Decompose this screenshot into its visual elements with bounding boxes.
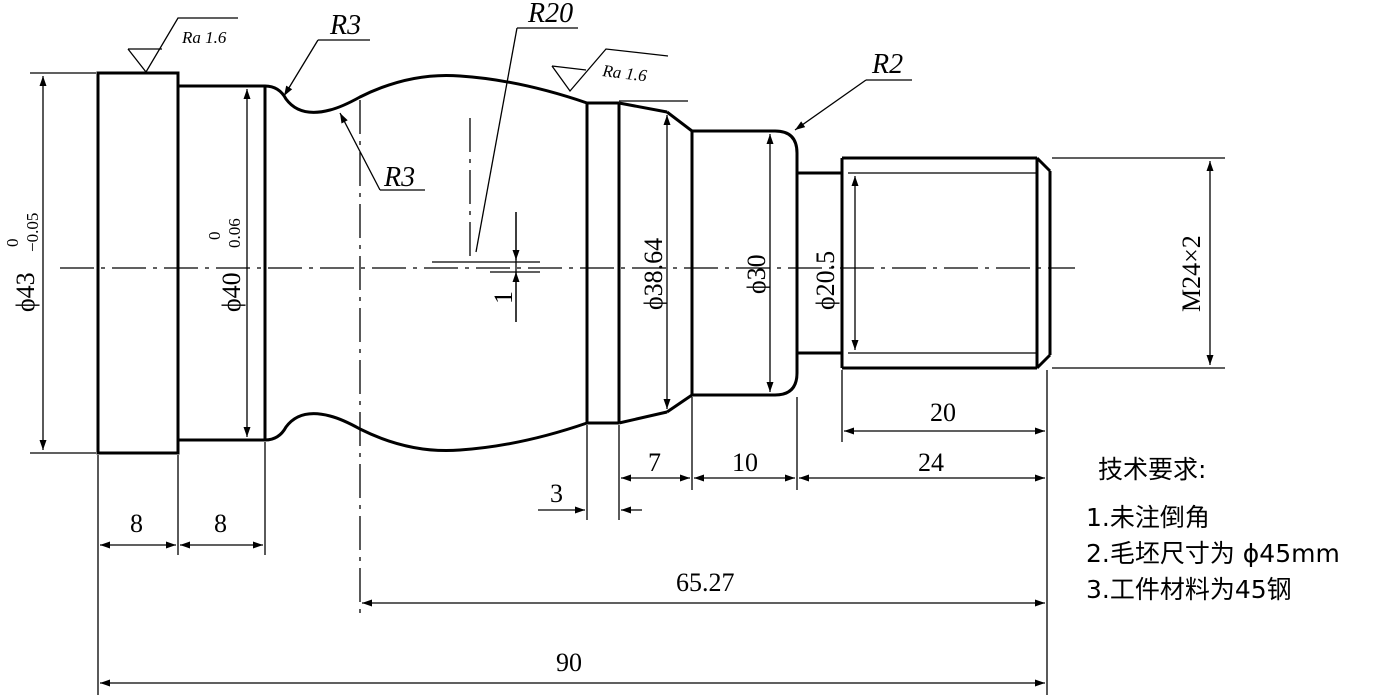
thread-label-m24: M24×2 bbox=[1177, 235, 1206, 312]
radius-label-r20: R20 bbox=[527, 0, 573, 29]
tolerance-lower-d40: 0.06 bbox=[225, 218, 244, 248]
length-label-1: 1 bbox=[489, 291, 518, 304]
length-label-8-left: 8 bbox=[130, 509, 143, 538]
length-label-65-27: 65.27 bbox=[676, 568, 735, 597]
diameter-label-d43: ϕ43 bbox=[11, 272, 40, 312]
length-label-24: 24 bbox=[918, 448, 944, 477]
tolerance-upper-d43: 0 bbox=[3, 239, 22, 248]
length-label-10: 10 bbox=[732, 448, 758, 477]
dimension-lines bbox=[39, 76, 1214, 687]
diameter-label-d38-64: ϕ38.64 bbox=[639, 238, 668, 310]
length-label-3: 3 bbox=[550, 479, 563, 508]
profile-top bbox=[264, 74, 588, 114]
radius-label-r3-top: R3 bbox=[329, 10, 361, 41]
tolerance-lower-d43: −0.05 bbox=[23, 213, 42, 252]
requirement-item-2: 2.毛坯尺寸为 ϕ45mm bbox=[1086, 539, 1340, 568]
roughness-symbol-left bbox=[127, 17, 238, 74]
radius-label-r3-lower: R3 bbox=[383, 162, 415, 193]
requirements-title: 技术要求: bbox=[1098, 455, 1206, 484]
roughness-label-right: Ra 1.6 bbox=[601, 61, 649, 85]
length-label-20: 20 bbox=[930, 398, 956, 427]
diameter-label-d40: ϕ40 bbox=[217, 272, 246, 312]
length-label-90: 90 bbox=[556, 648, 582, 677]
length-label-8-right: 8 bbox=[214, 509, 227, 538]
radius-leaders bbox=[283, 27, 912, 253]
profile-bottom bbox=[264, 412, 588, 452]
radius-label-r2: R2 bbox=[871, 49, 903, 80]
requirement-item-3: 3.工件材料为45钢 bbox=[1086, 575, 1292, 604]
requirement-item-1: 1.未注倒角 bbox=[1086, 503, 1210, 532]
technical-requirements: 技术要求: 1.未注倒角 2.毛坯尺寸为 ϕ45mm 3.工件材料为45钢 bbox=[1086, 455, 1340, 604]
part-outline bbox=[96, 71, 1052, 455]
tolerance-upper-d40: 0 bbox=[205, 232, 224, 241]
diameter-label-d30: ϕ30 bbox=[742, 254, 771, 294]
length-label-7: 7 bbox=[648, 448, 661, 477]
extension-lines bbox=[30, 72, 1225, 695]
roughness-label-left: Ra 1.6 bbox=[181, 28, 227, 47]
roughness-symbol-right bbox=[551, 48, 669, 93]
diameter-label-d20-5: ϕ20.5 bbox=[811, 251, 840, 310]
collar-d43 bbox=[96, 71, 180, 455]
